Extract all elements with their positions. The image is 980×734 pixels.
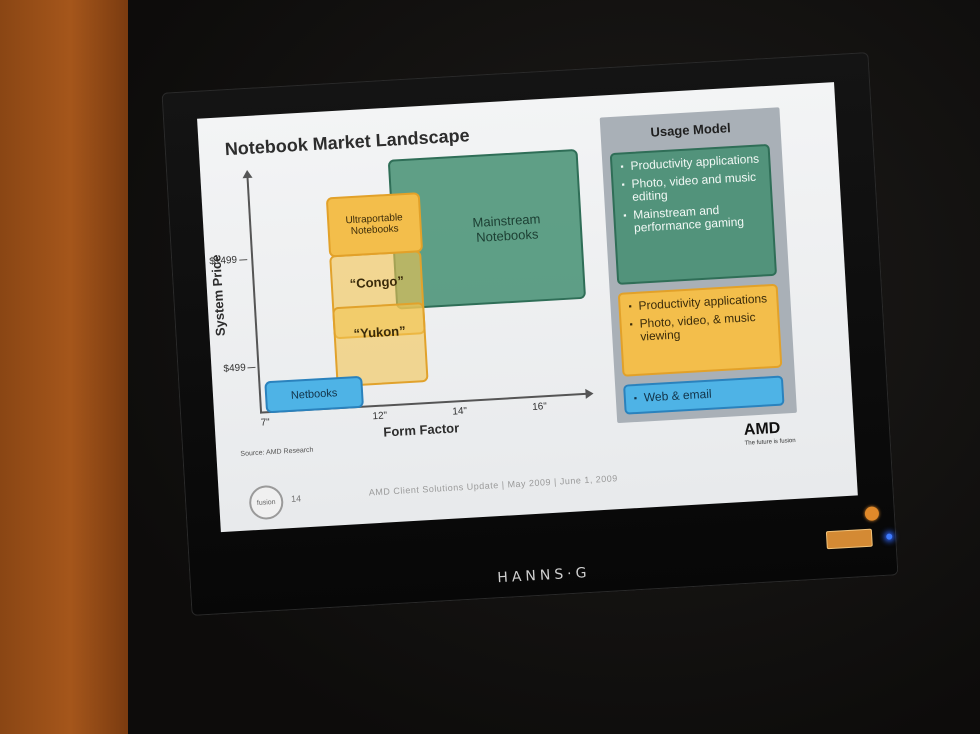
usage-model-panel: Usage Model Productivity applications Ph… — [599, 107, 797, 424]
orange-wall — [0, 0, 128, 734]
yukon-box: “Yukon” — [332, 302, 429, 388]
y-tick-499: $499 — [223, 362, 256, 375]
usage-blue-item: Web & email — [634, 384, 777, 405]
x-tick-16: 16" — [531, 401, 548, 413]
fusion-logo-text: fusion — [256, 498, 276, 507]
usage-green-item: Mainstream and performance gaming — [623, 201, 766, 235]
monitor-bezel: Notebook Market Landscape $1499 $499 7" … — [161, 52, 899, 616]
monitor-screen: Notebook Market Landscape $1499 $499 7" … — [197, 82, 858, 533]
amd-logo: AMD — [743, 419, 781, 439]
monitor-sticker-badge — [825, 528, 873, 550]
ultraportable-notebooks-box: Ultraportable Notebooks — [325, 192, 424, 258]
fusion-logo: fusion — [248, 484, 285, 521]
x-axis-label: Form Factor — [382, 420, 460, 440]
usage-orange-item: Photo, video, & music viewing — [629, 310, 772, 344]
usage-green-box: Productivity applications Photo, video a… — [609, 143, 778, 285]
yukon-label: “Yukon” — [353, 323, 407, 342]
x-tick-7: 7" — [260, 417, 271, 429]
slide-footer: AMD Client Solutions Update | May 2009 |… — [368, 473, 619, 498]
y-axis — [246, 175, 263, 414]
x-tick-14: 14" — [452, 405, 468, 418]
netbooks-label: Netbooks — [290, 387, 338, 402]
usage-orange-box: Productivity applications Photo, video, … — [617, 283, 783, 377]
usage-blue-box: Web & email — [623, 375, 785, 415]
ultraportable-notebooks-label: Ultraportable Notebooks — [345, 212, 404, 238]
monitor-button-icon[interactable] — [864, 506, 880, 522]
mainstream-notebooks-label: Mainstream Notebooks — [472, 211, 541, 245]
source-note: Source: AMD Research — [240, 446, 314, 458]
power-led-icon — [886, 533, 893, 540]
usage-model-title: Usage Model — [650, 120, 731, 140]
usage-green-item: Photo, video and music editing — [621, 170, 764, 204]
y-axis-label: System Price — [208, 254, 228, 337]
slide-title: Notebook Market Landscape — [224, 125, 471, 160]
congo-label: “Congo” — [349, 273, 405, 292]
x-tick-12: 12" — [372, 410, 388, 423]
page-number: 14 — [290, 493, 302, 505]
netbooks-box: Netbooks — [264, 375, 364, 414]
